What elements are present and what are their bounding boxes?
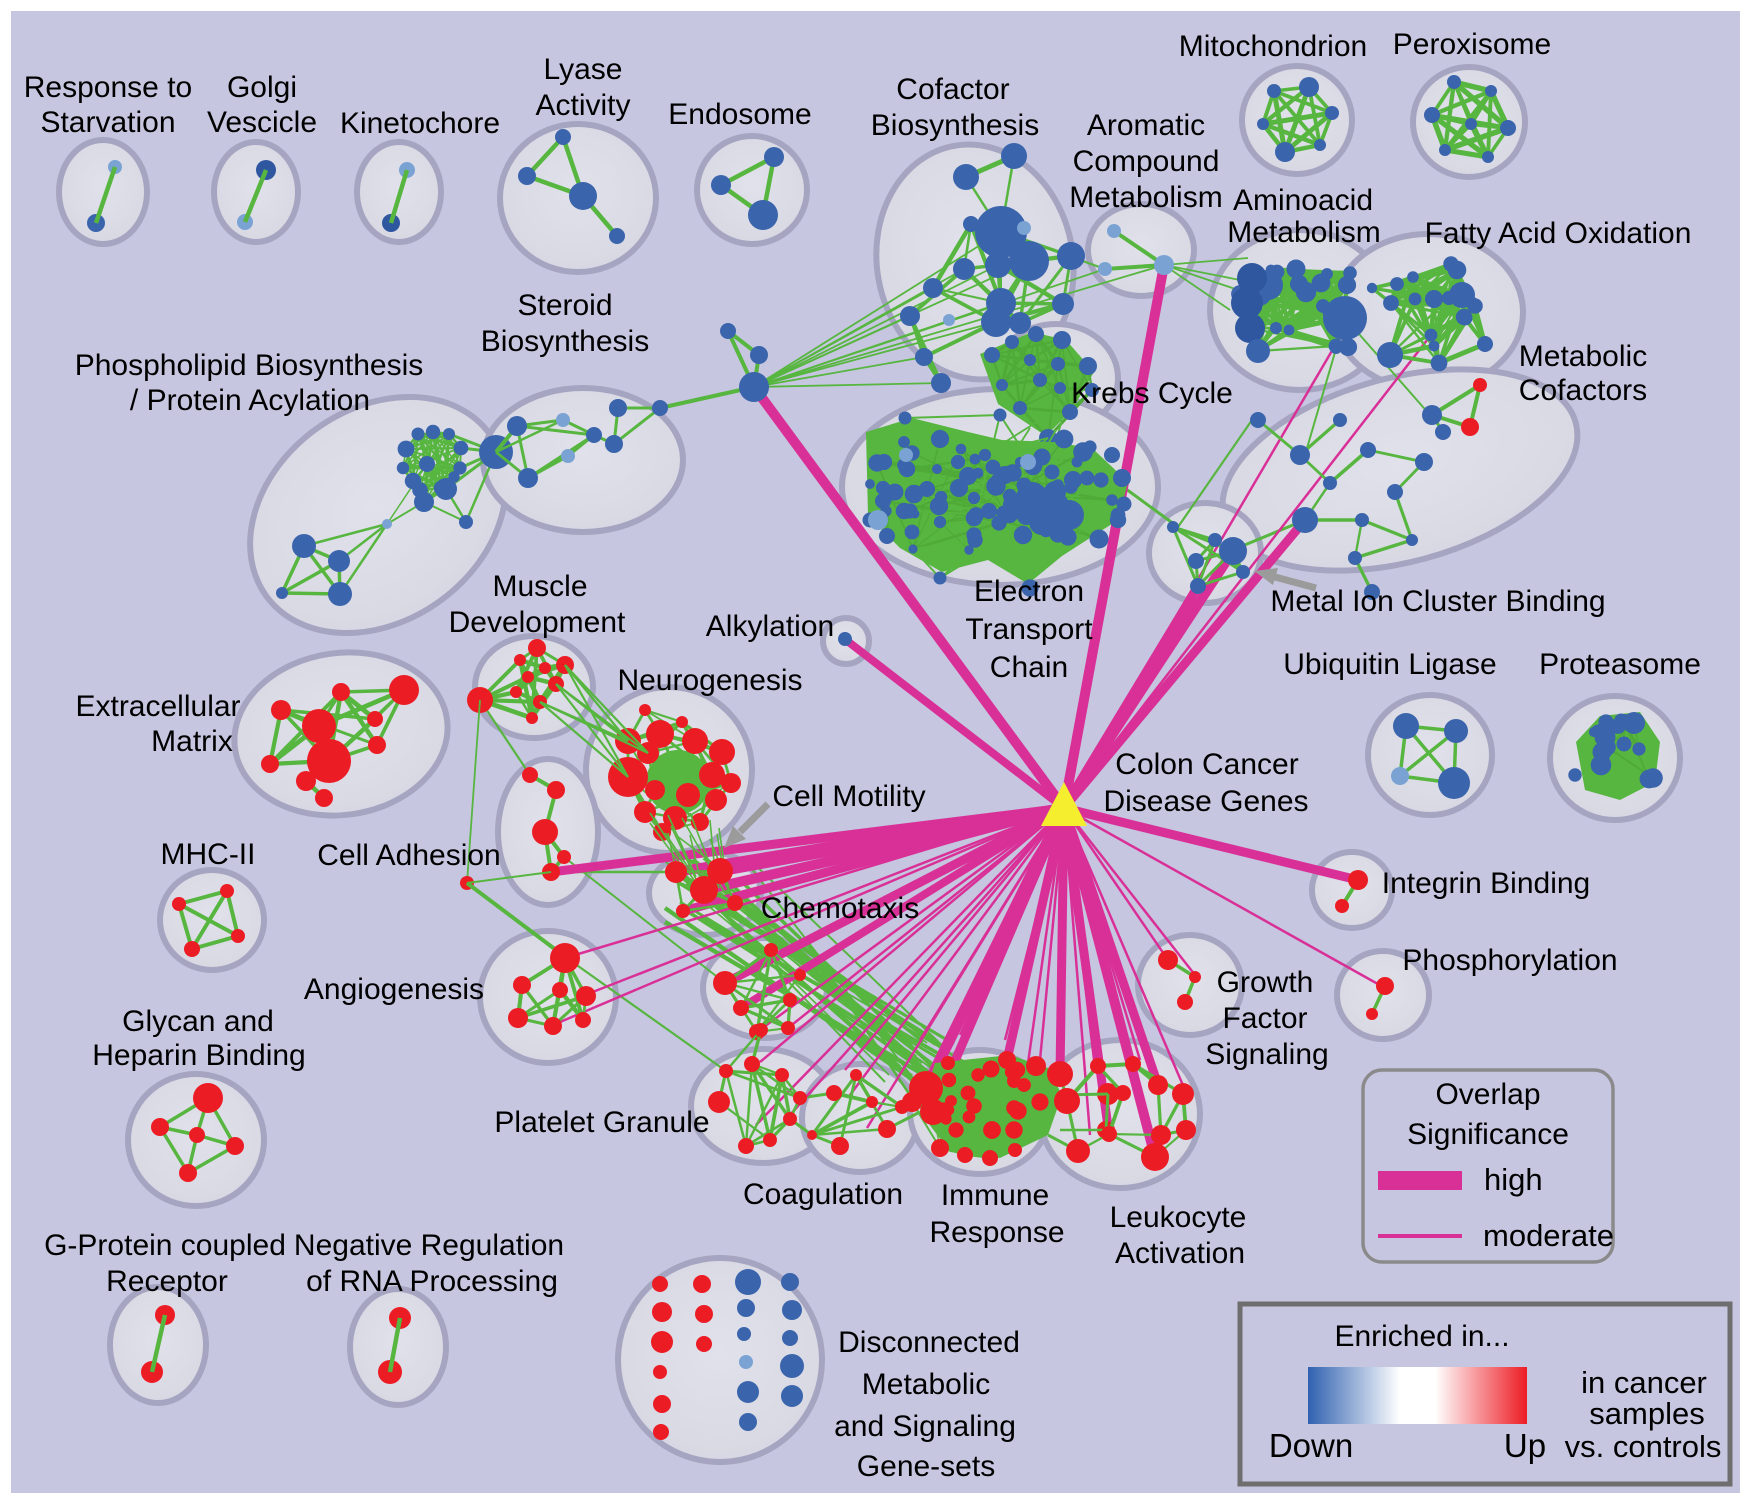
svg-text:Angiogenesis: Angiogenesis	[304, 973, 484, 1006]
svg-text:Biosynthesis: Biosynthesis	[481, 325, 649, 358]
svg-text:Down: Down	[1269, 1427, 1353, 1464]
svg-text:Cell Motility: Cell Motility	[772, 780, 925, 813]
svg-text:Aminoacid: Aminoacid	[1233, 184, 1373, 217]
svg-text:Response: Response	[929, 1216, 1064, 1249]
svg-text:Endosome: Endosome	[668, 98, 811, 131]
svg-text:MHC-II: MHC-II	[161, 838, 256, 871]
svg-text:Matrix: Matrix	[151, 725, 233, 758]
svg-text:Fatty Acid Oxidation: Fatty Acid Oxidation	[1425, 217, 1692, 250]
svg-text:Cofactor: Cofactor	[896, 73, 1009, 106]
svg-text:Leukocyte: Leukocyte	[1110, 1201, 1247, 1234]
svg-text:high: high	[1484, 1162, 1543, 1197]
svg-text:Gene-sets: Gene-sets	[857, 1450, 995, 1483]
svg-text:Chemotaxis: Chemotaxis	[761, 892, 919, 925]
svg-text:Vescicle: Vescicle	[207, 106, 317, 139]
svg-text:Heparin Binding: Heparin Binding	[92, 1039, 305, 1072]
svg-text:Kinetochore: Kinetochore	[340, 107, 500, 140]
svg-text:Phosphorylation: Phosphorylation	[1402, 944, 1617, 977]
svg-text:Enriched in...: Enriched in...	[1334, 1320, 1509, 1353]
svg-text:Signaling: Signaling	[1205, 1038, 1328, 1071]
svg-text:Alkylation: Alkylation	[706, 610, 834, 643]
svg-text:and Signaling: and Signaling	[834, 1410, 1016, 1443]
svg-text:Activity: Activity	[535, 89, 630, 122]
svg-text:Mitochondrion: Mitochondrion	[1179, 30, 1367, 63]
svg-text:Colon Cancer: Colon Cancer	[1115, 748, 1298, 781]
svg-text:Metabolism: Metabolism	[1227, 216, 1380, 249]
svg-text:samples: samples	[1589, 1396, 1704, 1431]
svg-text:Metabolic: Metabolic	[1519, 340, 1647, 373]
svg-text:Growth: Growth	[1217, 966, 1314, 999]
svg-text:Factor: Factor	[1222, 1002, 1307, 1035]
svg-text:Significance: Significance	[1407, 1118, 1569, 1151]
svg-text:Metabolic: Metabolic	[862, 1368, 990, 1401]
svg-text:Neurogenesis: Neurogenesis	[617, 664, 802, 697]
svg-text:Integrin Binding: Integrin Binding	[1382, 867, 1590, 900]
svg-text:Transport: Transport	[965, 613, 1093, 646]
svg-text:Starvation: Starvation	[40, 106, 175, 139]
svg-text:Biosynthesis: Biosynthesis	[871, 109, 1039, 142]
svg-text:in cancer: in cancer	[1581, 1365, 1707, 1400]
svg-text:moderate: moderate	[1483, 1218, 1614, 1253]
svg-text:Disease Genes: Disease Genes	[1103, 785, 1308, 818]
svg-text:Peroxisome: Peroxisome	[1393, 28, 1551, 61]
svg-text:Metabolism: Metabolism	[1069, 181, 1222, 214]
svg-text:Cell Adhesion: Cell Adhesion	[317, 839, 500, 872]
svg-text:of RNA Processing: of RNA Processing	[306, 1265, 558, 1298]
svg-text:Coagulation: Coagulation	[743, 1178, 903, 1211]
svg-text:Aromatic: Aromatic	[1087, 109, 1205, 142]
svg-text:Electron: Electron	[974, 575, 1084, 608]
svg-text:Golgi: Golgi	[227, 71, 297, 104]
svg-text:Immune: Immune	[941, 1179, 1049, 1212]
svg-text:Receptor: Receptor	[106, 1265, 228, 1298]
svg-text:Chain: Chain	[990, 651, 1068, 684]
svg-text:Metal Ion Cluster Binding: Metal Ion Cluster Binding	[1270, 585, 1605, 618]
svg-text:Platelet Granule: Platelet Granule	[494, 1106, 709, 1139]
svg-text:Phospholipid Biosynthesis: Phospholipid Biosynthesis	[75, 349, 424, 382]
svg-text:G-Protein coupled: G-Protein coupled	[44, 1229, 286, 1262]
svg-text:Steroid: Steroid	[517, 289, 612, 322]
svg-text:Negative Regulation: Negative Regulation	[294, 1229, 564, 1262]
svg-text:Ubiquitin Ligase: Ubiquitin Ligase	[1283, 648, 1496, 681]
svg-text:Development: Development	[449, 606, 626, 639]
svg-text:Up: Up	[1504, 1427, 1546, 1464]
svg-text:vs. controls: vs. controls	[1565, 1429, 1722, 1464]
svg-text:Glycan and: Glycan and	[122, 1005, 274, 1038]
svg-text:Cofactors: Cofactors	[1519, 374, 1647, 407]
svg-text:Proteasome: Proteasome	[1539, 648, 1701, 681]
svg-text:Extracellular: Extracellular	[75, 690, 240, 723]
svg-text:Activation: Activation	[1115, 1237, 1245, 1270]
svg-text:Muscle: Muscle	[492, 570, 587, 603]
svg-text:Disconnected: Disconnected	[838, 1326, 1020, 1359]
svg-text:Compound: Compound	[1073, 145, 1220, 178]
svg-text:Response to: Response to	[24, 71, 192, 104]
svg-text:Lyase: Lyase	[544, 53, 623, 86]
svg-text:/ Protein Acylation: / Protein Acylation	[130, 384, 370, 417]
svg-text:Overlap: Overlap	[1435, 1078, 1540, 1111]
svg-text:Krebs Cycle: Krebs Cycle	[1071, 377, 1233, 410]
